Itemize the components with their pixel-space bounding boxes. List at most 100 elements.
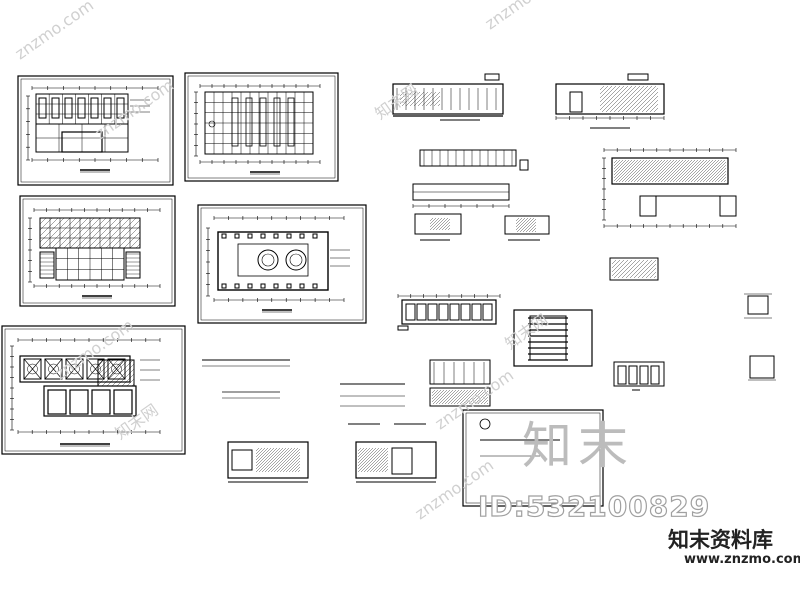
feature-wall-hatch	[613, 159, 624, 170]
detail-hatch	[444, 389, 460, 405]
section-hatch	[645, 99, 659, 113]
floor-hatch	[39, 217, 65, 243]
facade-cross	[44, 358, 63, 380]
annotation-box	[484, 73, 500, 81]
watermark-repeat-text: 知末网	[501, 310, 551, 353]
column-marker	[299, 233, 305, 239]
floor-hatch	[51, 217, 83, 249]
floor-hatch	[39, 217, 71, 249]
cabinet-hatch	[372, 456, 389, 473]
drawing-group	[1, 72, 776, 507]
canopy-hatch	[97, 359, 109, 371]
cabinet-hatch	[363, 447, 389, 473]
feature-wall-hatch	[615, 159, 639, 183]
feature-wall-hatch	[723, 179, 727, 183]
canopy-hatch	[116, 368, 135, 387]
column-marker	[221, 233, 227, 239]
detail-hatch	[515, 217, 529, 231]
feature-wall-hatch	[660, 159, 684, 183]
entrance-doors	[61, 131, 103, 153]
detail-box	[747, 295, 769, 315]
feature-wall-hatch	[639, 159, 663, 183]
detail-hatch	[515, 217, 523, 225]
facade-cross	[23, 358, 42, 380]
section-hatch	[599, 85, 625, 111]
feature-wall-hatch	[663, 159, 687, 183]
section-hatch	[437, 103, 441, 107]
cabinet-hatch	[366, 450, 389, 473]
detail-hatch	[613, 259, 633, 279]
feature-wall-hatch	[675, 159, 699, 183]
detail-hatch	[525, 221, 537, 233]
column-marker	[260, 283, 266, 289]
detail-hatch	[611, 259, 617, 265]
feature-wall-hatch	[645, 159, 669, 183]
section-hatch	[601, 85, 629, 113]
section-hatch	[401, 91, 417, 107]
feature-wall-hatch	[678, 159, 702, 183]
floor-hatch	[129, 237, 141, 249]
detail-callout	[479, 418, 491, 430]
floor-hatch	[57, 217, 89, 249]
section-hatch	[625, 85, 653, 113]
sheet-frame-5	[1, 325, 186, 455]
detail-hatch	[645, 267, 657, 279]
watermark-repeat-text: znzmo.com	[481, 0, 567, 33]
feature-wall-hatch	[711, 167, 727, 183]
cabinet-hatch	[273, 447, 299, 473]
cabinet-hatch	[255, 447, 266, 458]
cabinet-hatch	[357, 447, 371, 461]
column-marker	[273, 233, 279, 239]
watermark-id-label: ID:532100829	[477, 489, 711, 523]
facade-panel	[23, 358, 42, 380]
detail-hatch	[653, 275, 657, 279]
bottom-elevation-2	[429, 387, 491, 407]
pillar	[719, 195, 737, 217]
feature-wall-hatch	[693, 159, 717, 183]
floor-hatch	[39, 217, 47, 225]
floor-hatch	[39, 217, 59, 237]
cabinet-hatch	[264, 447, 290, 473]
detail-hatch	[431, 389, 439, 397]
annotation-box	[627, 73, 649, 81]
cabinet-hatch	[255, 447, 263, 455]
feature-wall-hatch	[696, 159, 720, 183]
detail-hatch	[611, 259, 625, 273]
section-hatch	[641, 95, 659, 113]
section-hatch	[633, 87, 659, 113]
feature-wall-hatch	[714, 170, 727, 183]
feature-wall-hatch	[627, 159, 651, 183]
light-strip	[273, 97, 281, 147]
detail-box	[749, 355, 775, 379]
section-hatch	[599, 85, 617, 103]
facade-ornament	[48, 363, 59, 375]
side-window	[628, 365, 638, 385]
detail-hatch	[486, 402, 489, 405]
window-panel	[64, 97, 73, 119]
detail-hatch	[429, 217, 434, 222]
watermark-brand-large: 知末	[522, 417, 634, 475]
plan-bay	[438, 303, 449, 321]
feature-wall-hatch	[672, 159, 696, 183]
section-hatch	[629, 85, 657, 113]
central-stage	[237, 243, 309, 277]
section-hatch	[621, 85, 649, 113]
cabinet-hatch	[378, 462, 389, 473]
detail-hatch	[432, 389, 448, 405]
cabinet-hatch	[282, 454, 301, 473]
floor-hatch	[81, 217, 113, 249]
detail-hatch	[450, 389, 466, 405]
facade-ornament	[69, 363, 80, 375]
cabinet-hatch	[297, 469, 301, 473]
cabinet-hatch	[294, 466, 301, 473]
section-hatch	[425, 91, 441, 107]
feature-wall-hatch	[702, 159, 726, 183]
detail-hatch	[441, 221, 451, 231]
stair-block	[39, 251, 55, 279]
facade-cross	[65, 358, 84, 380]
cabinet-hatch	[255, 447, 281, 473]
detail-hatch	[531, 227, 537, 233]
floor-hatch	[99, 217, 131, 249]
floor-hatch	[63, 217, 95, 249]
detail-hatch	[649, 271, 657, 279]
